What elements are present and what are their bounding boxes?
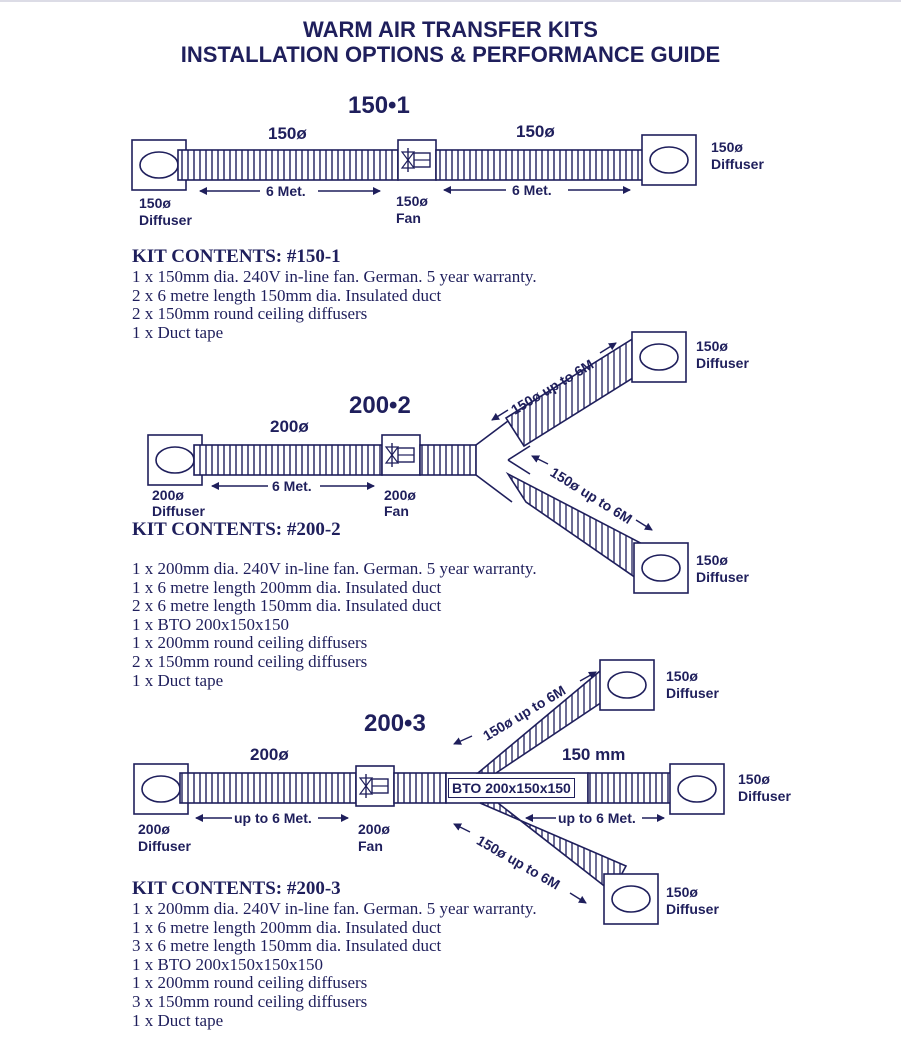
kit3-len-main: up to 6 Met.	[234, 810, 312, 826]
kit2-fan-icon	[381, 434, 421, 476]
kit3-diffuser-right-size: 150ø	[738, 771, 770, 787]
kit2-len-main: 6 Met.	[272, 478, 312, 494]
list-item: 3 x 150mm round ceiling diffusers	[132, 991, 368, 1011]
kit1-contents-list: 1 x 150mm dia. 240V in-line fan. German.…	[132, 267, 537, 342]
list-item: 1 x 200mm dia. 240V in-line fan. German.…	[132, 899, 537, 918]
kit1-diffuser-left-label: Diffuser	[139, 212, 192, 228]
list-item: 1 x 6 metre length 200mm dia. Insulated …	[132, 577, 442, 597]
kit2-duct-main	[193, 444, 383, 476]
kit3-duct-right-size: 150 mm	[562, 745, 626, 764]
kit3-bto-label: BTO 200x150x150	[448, 778, 575, 798]
kit2-diffuser-upper-size: 150ø	[696, 338, 728, 354]
kit2-diagram	[147, 331, 689, 594]
list-item: 1 x Duct tape	[132, 670, 224, 690]
kit3-diffuser-lower-icon	[603, 873, 659, 925]
kit2-diffuser-upper-label: Diffuser	[696, 355, 749, 371]
kit2-fan-label: Fan	[384, 503, 409, 519]
kit2-fan-size: 200ø	[384, 487, 416, 503]
kit2-diffuser-lower-size: 150ø	[696, 552, 728, 568]
kit1-duct-left-size: 150ø	[268, 124, 307, 143]
kit3-diffuser-upper-icon	[599, 659, 655, 711]
kit3-diffuser-lower-label: Diffuser	[666, 901, 719, 917]
page-title-line-2: INSTALLATION OPTIONS & PERFORMANCE GUIDE	[180, 42, 721, 67]
kit1-contents-heading: KIT CONTENTS: #150-1	[132, 246, 341, 267]
kit1-diffuser-left-size: 150ø	[139, 195, 171, 211]
list-item: 1 x 200mm round ceiling diffusers	[132, 973, 368, 993]
kit2-name: 200•2	[349, 392, 411, 419]
kit1-duct-left	[177, 149, 399, 181]
kit1-duct-right	[435, 149, 649, 181]
kit2-duct-stub	[419, 444, 477, 476]
kit1-fan-label: Fan	[396, 210, 421, 226]
list-item: 1 x 150mm dia. 240V in-line fan. German.…	[132, 267, 537, 286]
kit3-len-right: up to 6 Met.	[558, 810, 636, 826]
kit3-name: 200•3	[364, 710, 426, 737]
list-item: 1 x Duct tape	[132, 1010, 224, 1030]
kit3-diffuser-upper-label: Diffuser	[666, 685, 719, 701]
kit3-duct-main	[179, 772, 357, 804]
kit3-contents-heading: KIT CONTENTS: #200-3	[132, 878, 341, 899]
list-item: 2 x 150mm round ceiling diffusers	[132, 304, 368, 324]
list-item: 2 x 150mm round ceiling diffusers	[132, 651, 368, 671]
list-item: 3 x 6 metre length 150mm dia. Insulated …	[132, 936, 442, 956]
list-item: 2 x 6 metre length 150mm dia. Insulated …	[132, 285, 442, 305]
kit1-fan-icon	[397, 139, 437, 181]
kit2-diffuser-left-label: Diffuser	[152, 503, 205, 519]
kit3-fan-icon	[355, 765, 395, 807]
kit2-contents-list: 1 x 200mm dia. 240V in-line fan. German.…	[132, 559, 537, 690]
kit2-duct-main-size: 200ø	[270, 417, 309, 436]
page-title-line-1: WARM AIR TRANSFER KITS	[303, 17, 598, 42]
kit3-contents-list: 1 x 200mm dia. 240V in-line fan. German.…	[132, 899, 537, 1030]
kit3-duct-main-size: 200ø	[250, 745, 289, 764]
kit3-diffuser-left-label: Diffuser	[138, 838, 191, 854]
kit2-diffuser-lower-label: Diffuser	[696, 569, 749, 585]
kit3-fan-size: 200ø	[358, 821, 390, 837]
kit3-diffuser-left-size: 200ø	[138, 821, 170, 837]
kit2-diffuser-lower-icon	[633, 542, 689, 594]
kit1-fan-size: 150ø	[396, 193, 428, 209]
kit2-contents-heading: KIT CONTENTS: #200-2	[132, 519, 341, 540]
kit1-diagram	[131, 134, 697, 195]
kit3-diffuser-right-label: Diffuser	[738, 788, 791, 804]
kit1-diffuser-right-size: 150ø	[711, 139, 743, 155]
list-item: 1 x 200mm round ceiling diffusers	[132, 633, 368, 653]
list-item: 1 x BTO 200x150x150x150	[132, 954, 323, 974]
kit1-len-right: 6 Met.	[512, 182, 552, 198]
list-item: 1 x Duct tape	[132, 322, 224, 342]
kit3-duct-stub	[393, 772, 447, 804]
kit1-duct-right-size: 150ø	[516, 122, 555, 141]
list-item: 2 x 6 metre length 150mm dia. Insulated …	[132, 596, 442, 616]
kit3-fan-label: Fan	[358, 838, 383, 854]
list-item: 1 x 6 metre length 200mm dia. Insulated …	[132, 917, 442, 937]
kit2-diffuser-left-size: 200ø	[152, 487, 184, 503]
list-item: 1 x BTO 200x150x150	[132, 614, 289, 634]
kit1-len-left: 6 Met.	[266, 183, 306, 199]
kit1-name: 150•1	[348, 92, 410, 119]
kit2-diffuser-upper-icon	[631, 331, 687, 383]
kit1-diffuser-right-label: Diffuser	[711, 156, 764, 172]
kit3-diffuser-lower-size: 150ø	[666, 884, 698, 900]
kit3-diffuser-right-icon	[669, 763, 725, 815]
kit3-diffuser-upper-size: 150ø	[666, 668, 698, 684]
kit3-duct-right	[587, 772, 675, 804]
kit1-diffuser-right-icon	[641, 134, 697, 186]
list-item: 1 x 200mm dia. 240V in-line fan. German.…	[132, 559, 537, 578]
